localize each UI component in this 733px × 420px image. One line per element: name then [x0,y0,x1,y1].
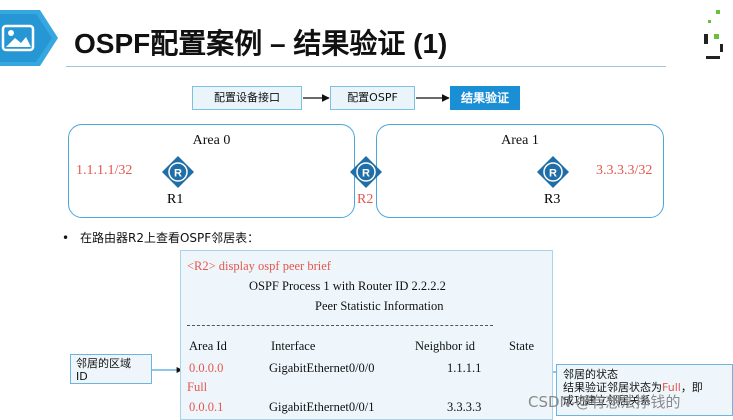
router-icon: R [162,156,194,188]
instruction-text: • 在路由器R2上查看OSPF邻居表： [62,229,259,246]
svg-text:R: R [174,168,182,180]
flow-step-interfaces: 配置设备接口 [192,86,302,110]
peer-statistic-line: Peer Statistic Information [315,299,444,313]
area-1-label: Area 1 [501,133,539,148]
flow-step-verify: 结果验证 [450,86,520,110]
area-0-box: Area 0 [68,124,355,218]
router-icon: R [350,156,382,188]
col-state: State [509,339,534,353]
image-icon [0,10,58,66]
ospf-process-line: OSPF Process 1 with Router ID 2.2.2.2 [249,279,446,293]
callout-line: 结果验证邻居状态为Full，即 [563,381,703,394]
svg-text:R: R [549,168,557,180]
row-neighbor-id: 1.1.1.1 [447,361,482,375]
router-r1-label: R1 [167,192,184,207]
area-1-box: Area 1 [376,124,664,218]
row-neighbor-id: 3.3.3.3 [447,400,482,414]
r1-loopback-ip: 1.1.1.1/32 [76,163,133,178]
callout-line: 邻居的区域 [76,357,131,370]
page-title: OSPF配置案例 – 结果验证 (1) [74,28,448,59]
neighbor-state-callout: 邻居的状态 结果验证邻居状态为Full，即 成功建立邻居关系 [556,364,733,416]
corner-logo-icon [704,10,723,59]
router-r3-label: R3 [544,192,561,207]
col-interface: Interface [271,339,316,353]
bullet-icon: • [62,231,70,245]
instruction-label: 在路由器R2上查看OSPF邻居表： [80,231,260,245]
state-highlight: Full [662,381,681,394]
callout-line: ID [76,370,88,383]
svg-text:R: R [362,168,370,180]
row-interface: GigabitEthernet0/0/1 [269,400,375,414]
title-divider [66,66,666,67]
row-area-id: 0.0.0.1 [189,400,224,414]
r3-loopback-ip: 3.3.3.3/32 [596,163,653,178]
row-state: Full [187,380,208,394]
callout-line: 成功建立邻居关系 [563,394,651,407]
row-area-id: 0.0.0.0 [189,361,224,375]
area-id-callout: 邻居的区域 ID [70,354,152,384]
watermark: CSDN @有想法挣钱的 [528,393,681,411]
router-r2-label: R2 [357,192,374,207]
command-output-panel: <R2> display ospf peer brief OSPF Proces… [180,250,553,420]
flow-step-ospf: 配置OSPF [330,86,415,110]
col-neighbor-id: Neighbor id [415,339,476,353]
col-area-id: Area Id [189,339,227,353]
cli-command: <R2> display ospf peer brief [187,259,331,273]
area-0-label: Area 0 [192,133,231,148]
callout-line: 邻居的状态 [563,368,618,381]
router-icon: R [537,156,569,188]
output-divider [187,325,493,326]
row-interface: GigabitEthernet0/0/0 [269,361,375,375]
